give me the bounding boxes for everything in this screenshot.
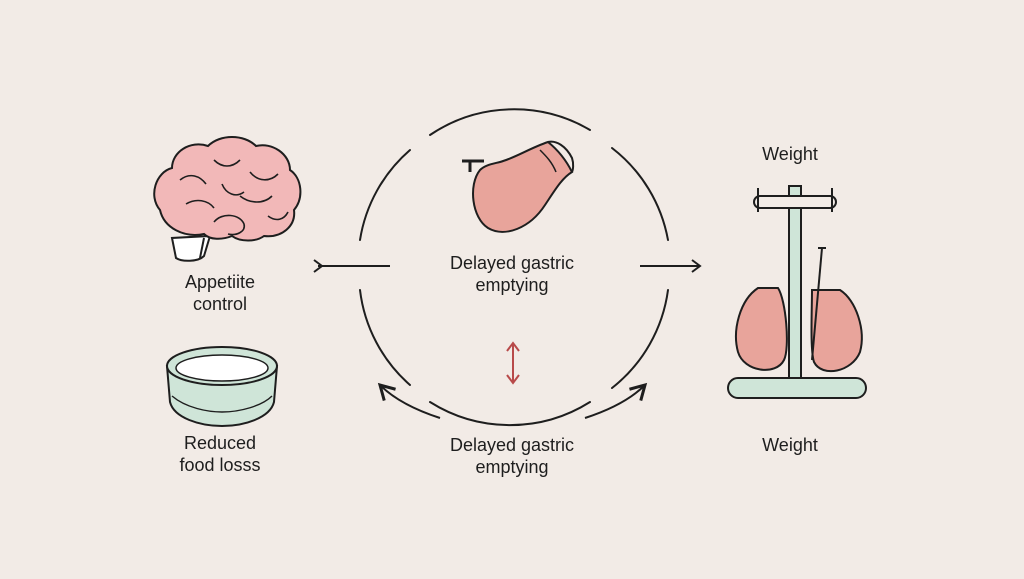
curved-arrow-right xyxy=(584,382,648,419)
delayed-gastric-emptying-label-top: Delayed gastric emptying xyxy=(449,253,575,295)
brain-icon xyxy=(153,136,302,262)
scale-icon xyxy=(727,185,867,399)
reduced-food-loss-label: Reduced food losss xyxy=(179,433,261,475)
arrow-right-connector xyxy=(640,259,702,273)
double-arrow-icon xyxy=(506,341,520,385)
weight-label-bottom: Weight xyxy=(762,435,818,455)
arrow-left-connector xyxy=(313,259,390,273)
appetite-control-label: Appetiite control xyxy=(184,272,256,314)
stomach-icon xyxy=(462,140,575,233)
curved-arrow-left xyxy=(377,382,441,419)
cycle-circle xyxy=(359,108,669,427)
delayed-gastric-emptying-label-bottom: Delayed gastric emptying xyxy=(449,435,575,477)
weight-label-top: Weight xyxy=(762,144,818,164)
bowl-icon xyxy=(165,346,279,428)
